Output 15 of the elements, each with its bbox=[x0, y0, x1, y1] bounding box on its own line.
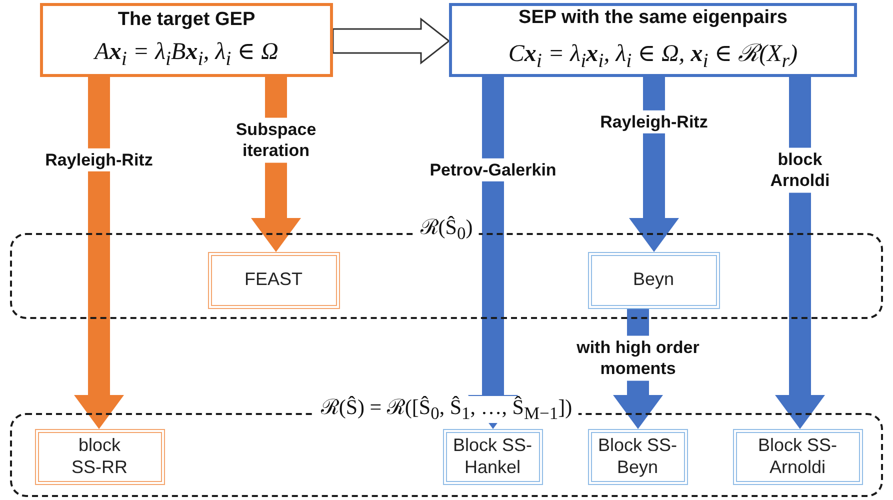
box-heading: SEP with the same eigenpairs bbox=[518, 7, 788, 30]
method-box: FEAST bbox=[208, 252, 340, 308]
method-box: Block SS-Arnoldi bbox=[732, 428, 862, 484]
method-box: block SS-RR bbox=[34, 428, 164, 484]
equation: Cx$_{i}$ = λ$_{i}$x$_{i}$, λ$_{i}$ ∈ Ω, x$_{i}$ ∈ ℛ(X$_{r}$) bbox=[508, 40, 798, 73]
title-box bbox=[449, 3, 857, 77]
method-box: Beyn bbox=[588, 252, 720, 308]
subspace-label: ℛ(Ŝ) = ℛ([Ŝ$_{0}$, Ŝ$_{1}$, …, Ŝ$_{M−1}$]) bbox=[314, 396, 578, 424]
block-arrow bbox=[332, 17, 450, 65]
equation: Ax$_{i}$ = λ$_{i}$Bx$_{i}$, λ$_{i}$ ∈ Ω bbox=[94, 38, 278, 71]
block-arrow bbox=[74, 77, 124, 429]
title-box bbox=[40, 3, 333, 77]
box-heading: The target GEP bbox=[118, 9, 256, 32]
method-box: Block SS-Beyn bbox=[588, 428, 688, 484]
method-box: Block SS-Hankel bbox=[442, 428, 542, 484]
